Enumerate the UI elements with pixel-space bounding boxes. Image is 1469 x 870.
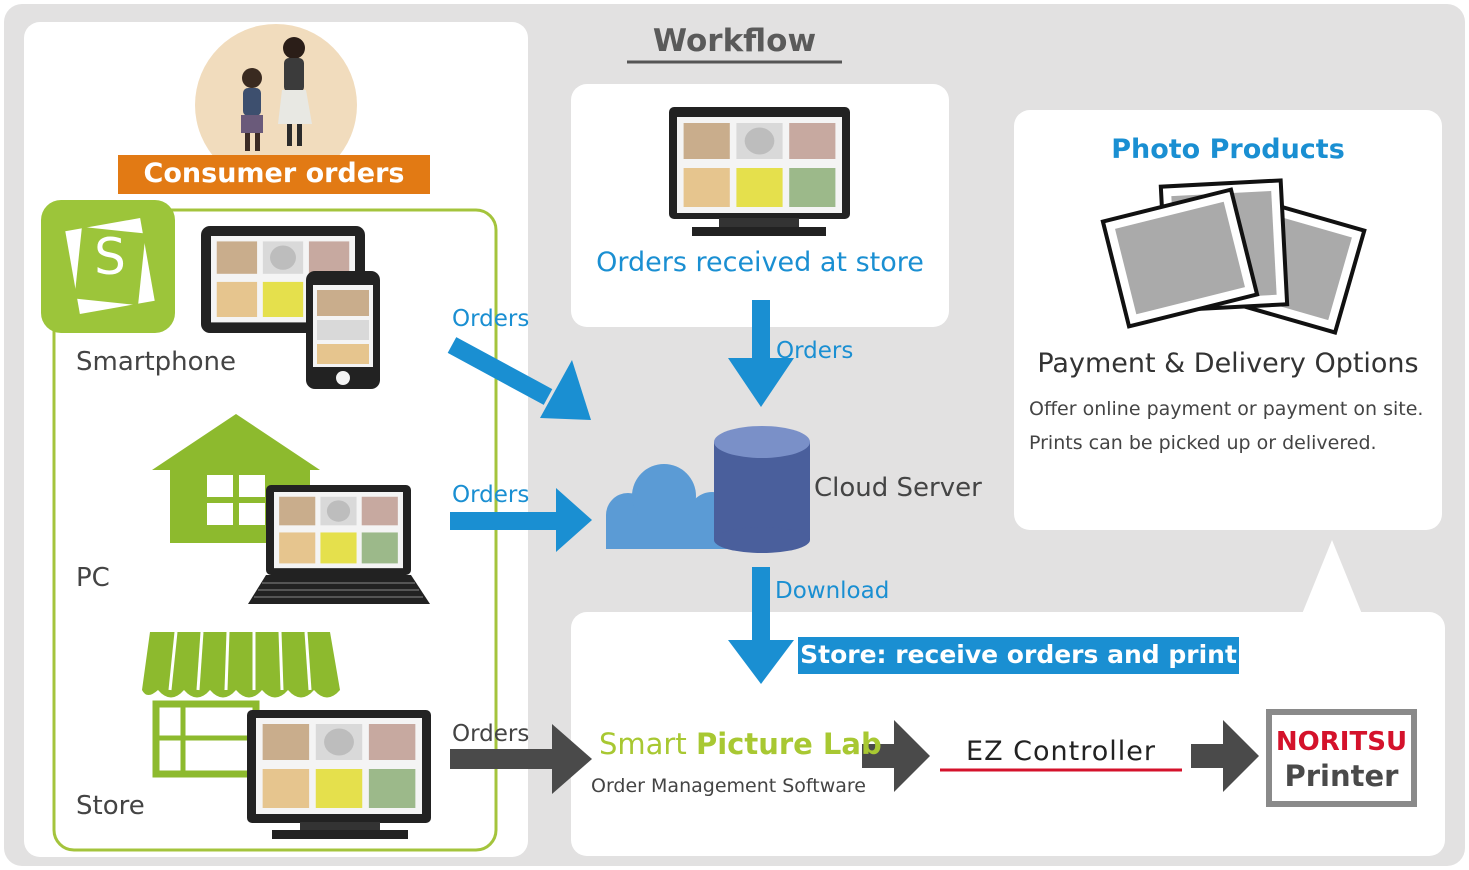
server-cylinder-icon [714, 426, 810, 553]
orders-label-pc: Orders [452, 482, 530, 508]
arrow-store-to-cloud [728, 300, 794, 407]
consumer-orders-label: Consumer orders [143, 158, 405, 189]
consumer-photo [195, 24, 357, 186]
noritsu-box [1266, 709, 1417, 807]
mother-figure [278, 37, 312, 146]
store-banner-label: Store: receive orders and print [800, 640, 1237, 669]
speech-bubble-tail [1302, 540, 1362, 614]
delivery-line: Prints can be picked up or delivered. [1029, 432, 1377, 454]
laptop-icon [248, 485, 430, 604]
arrow-lab-to-ez [862, 720, 930, 792]
download-label: Download [775, 578, 890, 604]
printer-label: Printer [1284, 759, 1399, 793]
orders-label-smartphone: Orders [452, 306, 530, 332]
photo-products-heading: Photo Products [1111, 134, 1345, 165]
pc-label: PC [76, 563, 110, 593]
app-icon [41, 200, 175, 333]
payment-line: Offer online payment or payment on site. [1029, 398, 1424, 420]
consumer-orders-banner [118, 155, 430, 194]
arrow-ez-to-printer [1191, 720, 1259, 792]
order-management-label: Order Management Software [591, 775, 866, 797]
orders-received-label: Orders received at store [596, 247, 924, 278]
spl-name: Picture Lab [695, 727, 882, 761]
photo-products-panel [1014, 110, 1442, 530]
store-monitor-icon [247, 710, 431, 839]
workflow-title: Workflow [652, 23, 817, 59]
arrow-pc-to-cloud [450, 488, 592, 552]
orders-label-store: Orders [452, 721, 530, 747]
store-label: Store [76, 791, 145, 821]
payment-delivery-title: Payment & Delivery Options [1037, 348, 1419, 379]
store-banner [798, 637, 1239, 674]
arrow-cloud-download [728, 567, 794, 684]
cloud-server-label: Cloud Server [814, 473, 982, 503]
smart-picture-lab-logo: Smart Picture Lab [599, 730, 882, 759]
smartphone-label: Smartphone [76, 347, 237, 377]
store-screen-icon [669, 107, 850, 236]
arrow-smartphone-to-cloud [447, 337, 591, 420]
arrow-store-to-lab [450, 724, 592, 794]
orders-label-store-screen: Orders [776, 338, 854, 364]
ez-controller-logo: EZ Controller [966, 736, 1156, 767]
spl-smart: Smart [599, 727, 687, 761]
app-letter: S [94, 228, 126, 286]
noritsu-label: NORITSU [1275, 727, 1408, 757]
child-figure [241, 68, 263, 151]
photo-prints-icon [1100, 178, 1367, 335]
phone-icon [306, 271, 380, 389]
storefront-icon [142, 631, 340, 778]
